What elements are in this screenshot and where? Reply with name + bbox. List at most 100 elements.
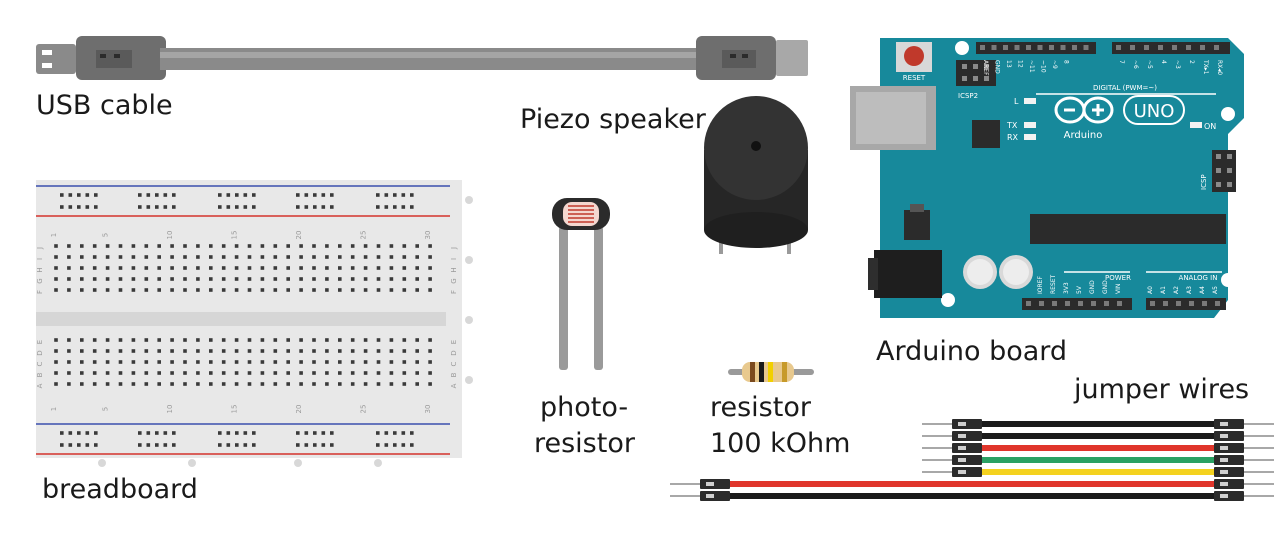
digital-header-right <box>1112 42 1230 54</box>
arduino-analog-pin-label: A5 <box>1212 286 1219 294</box>
breadboard-row-letter: E <box>36 340 44 344</box>
arduino-analog-pin-label: A3 <box>1186 286 1193 294</box>
svg-text:ON: ON <box>1204 122 1216 131</box>
icsp-label: ICSP <box>1200 174 1208 190</box>
breadboard-column-number: 30 <box>424 231 432 240</box>
led-rx <box>1024 134 1036 140</box>
usb-chip <box>972 120 1000 148</box>
microcontroller-chip <box>1030 214 1226 244</box>
power-header <box>1022 298 1132 310</box>
breadboard-column-number: 15 <box>231 231 239 240</box>
photoresistor <box>552 198 610 370</box>
breadboard-column-number: 25 <box>360 405 368 414</box>
piezo-hole <box>751 141 761 151</box>
photoresistor-leg-left <box>559 226 568 370</box>
breadboard-column-number: 5 <box>102 407 110 411</box>
photoresistor-track <box>568 205 594 223</box>
piezo-speaker-label: Piezo speaker <box>520 104 706 135</box>
breadboard-row-letter: F <box>36 290 44 294</box>
arduino-logo <box>1054 96 1114 124</box>
breadboard-label: breadboard <box>42 474 198 505</box>
photoresistor-label-line2: resistor <box>534 428 635 459</box>
usb-cable <box>36 36 808 80</box>
jumper-wire <box>670 491 1274 501</box>
breadboard-column-number: 25 <box>360 231 368 240</box>
arduino-pin-label: 7 <box>1118 60 1125 64</box>
arduino-pin-label: GND <box>994 60 1001 74</box>
photoresistor-label: photo- resistor <box>534 390 635 462</box>
icsp2-header <box>956 60 996 86</box>
power-label: POWER <box>1105 274 1131 282</box>
arduino-analog-pin-label: A2 <box>1173 286 1180 294</box>
breadboard-row-letter: G <box>450 278 458 283</box>
jumper-wire <box>922 455 1274 465</box>
arduino-pin-label: TX▸1 <box>1202 59 1209 75</box>
usb-cable-wire <box>160 48 700 70</box>
usb-a-connector-metal <box>36 44 76 74</box>
voltage-regulator <box>904 210 930 240</box>
breadboard-column-number: 5 <box>102 233 110 237</box>
jumper-wire <box>922 467 1274 477</box>
arduino-pcb <box>880 38 1244 318</box>
arduino-power-pin-label: VIN <box>1115 284 1122 294</box>
svg-text:TX: TX <box>1006 121 1018 130</box>
breadboard-row-letter: D <box>450 350 458 355</box>
breadboard-column-number: 15 <box>231 405 239 414</box>
breadboard-row-letter: C <box>450 361 458 366</box>
jumper-wires <box>670 419 1274 501</box>
breadboard-row-letter: C <box>36 361 44 366</box>
arduino-power-pin-label: IOREF <box>1037 276 1044 294</box>
jumper-wires-label: jumper wires <box>1074 374 1250 405</box>
arduino-power-pin-label: GND <box>1089 280 1096 294</box>
breadboard-column-number: 20 <box>295 231 303 240</box>
icsp2-label: ICSP2 <box>958 92 978 100</box>
arduino-pin-label: ~10 <box>1040 60 1047 73</box>
resistor <box>728 362 814 382</box>
breadboard-row-letter: H <box>36 267 44 272</box>
svg-text:L: L <box>1014 97 1019 106</box>
digital-label: DIGITAL (PWM=~) <box>1093 84 1157 92</box>
led-on <box>1190 122 1202 128</box>
breadboard-row-letter: B <box>450 372 458 377</box>
power-jack <box>874 250 942 298</box>
breadboard-column-number: 30 <box>424 405 432 414</box>
arduino-pin-label: RX◂0 <box>1216 60 1223 75</box>
breadboard-row-letter: D <box>36 350 44 355</box>
resistor-label: resistor 100 kOhm <box>710 390 850 462</box>
arduino-pin-label: AREF <box>982 60 989 76</box>
breadboard-row-letter: J <box>450 247 458 250</box>
breadboard-center-channel <box>36 312 446 326</box>
jumper-wire <box>922 419 1274 429</box>
jumper-wire <box>670 479 1274 489</box>
arduino-pin-label: ~6 <box>1132 60 1139 69</box>
arduino-analog-pin-label: A1 <box>1160 286 1167 294</box>
analog-label: ANALOG IN <box>1179 274 1218 282</box>
led-l <box>1024 98 1036 104</box>
arduino-logo-text: Arduino <box>1064 130 1103 141</box>
photoresistor-leg-right <box>594 226 603 370</box>
resistor-label-line2: 100 kOhm <box>710 428 851 459</box>
breadboard-row-letter: A <box>36 383 44 388</box>
arduino-power-pin-label: RESET <box>1050 274 1057 294</box>
arduino-pin-label: 13 <box>1005 60 1012 68</box>
breadboard-row-letter: G <box>36 278 44 283</box>
uno-model-label: UNO <box>1134 101 1175 122</box>
arduino-board-label: Arduino board <box>876 336 1068 367</box>
arduino-pin-label: ~9 <box>1051 60 1058 69</box>
breadboard-column-number: 1 <box>50 233 58 237</box>
reset-label: RESET <box>903 74 926 82</box>
breadboard-row-letter: A <box>450 383 458 388</box>
usb-b-connector-metal <box>776 40 808 76</box>
jumper-wire <box>922 431 1274 441</box>
arduino-pin-label: ~5 <box>1146 60 1153 69</box>
led-tx <box>1024 122 1036 128</box>
breadboard-row-letter: E <box>450 340 458 344</box>
analog-header <box>1146 298 1226 310</box>
breadboard-column-number: 20 <box>295 405 303 414</box>
breadboard-row-letter: H <box>450 267 458 272</box>
breadboard-row-letter: B <box>36 372 44 377</box>
arduino-power-pin-label: 5V <box>1076 285 1083 294</box>
breadboard-row-letter: F <box>450 290 458 294</box>
